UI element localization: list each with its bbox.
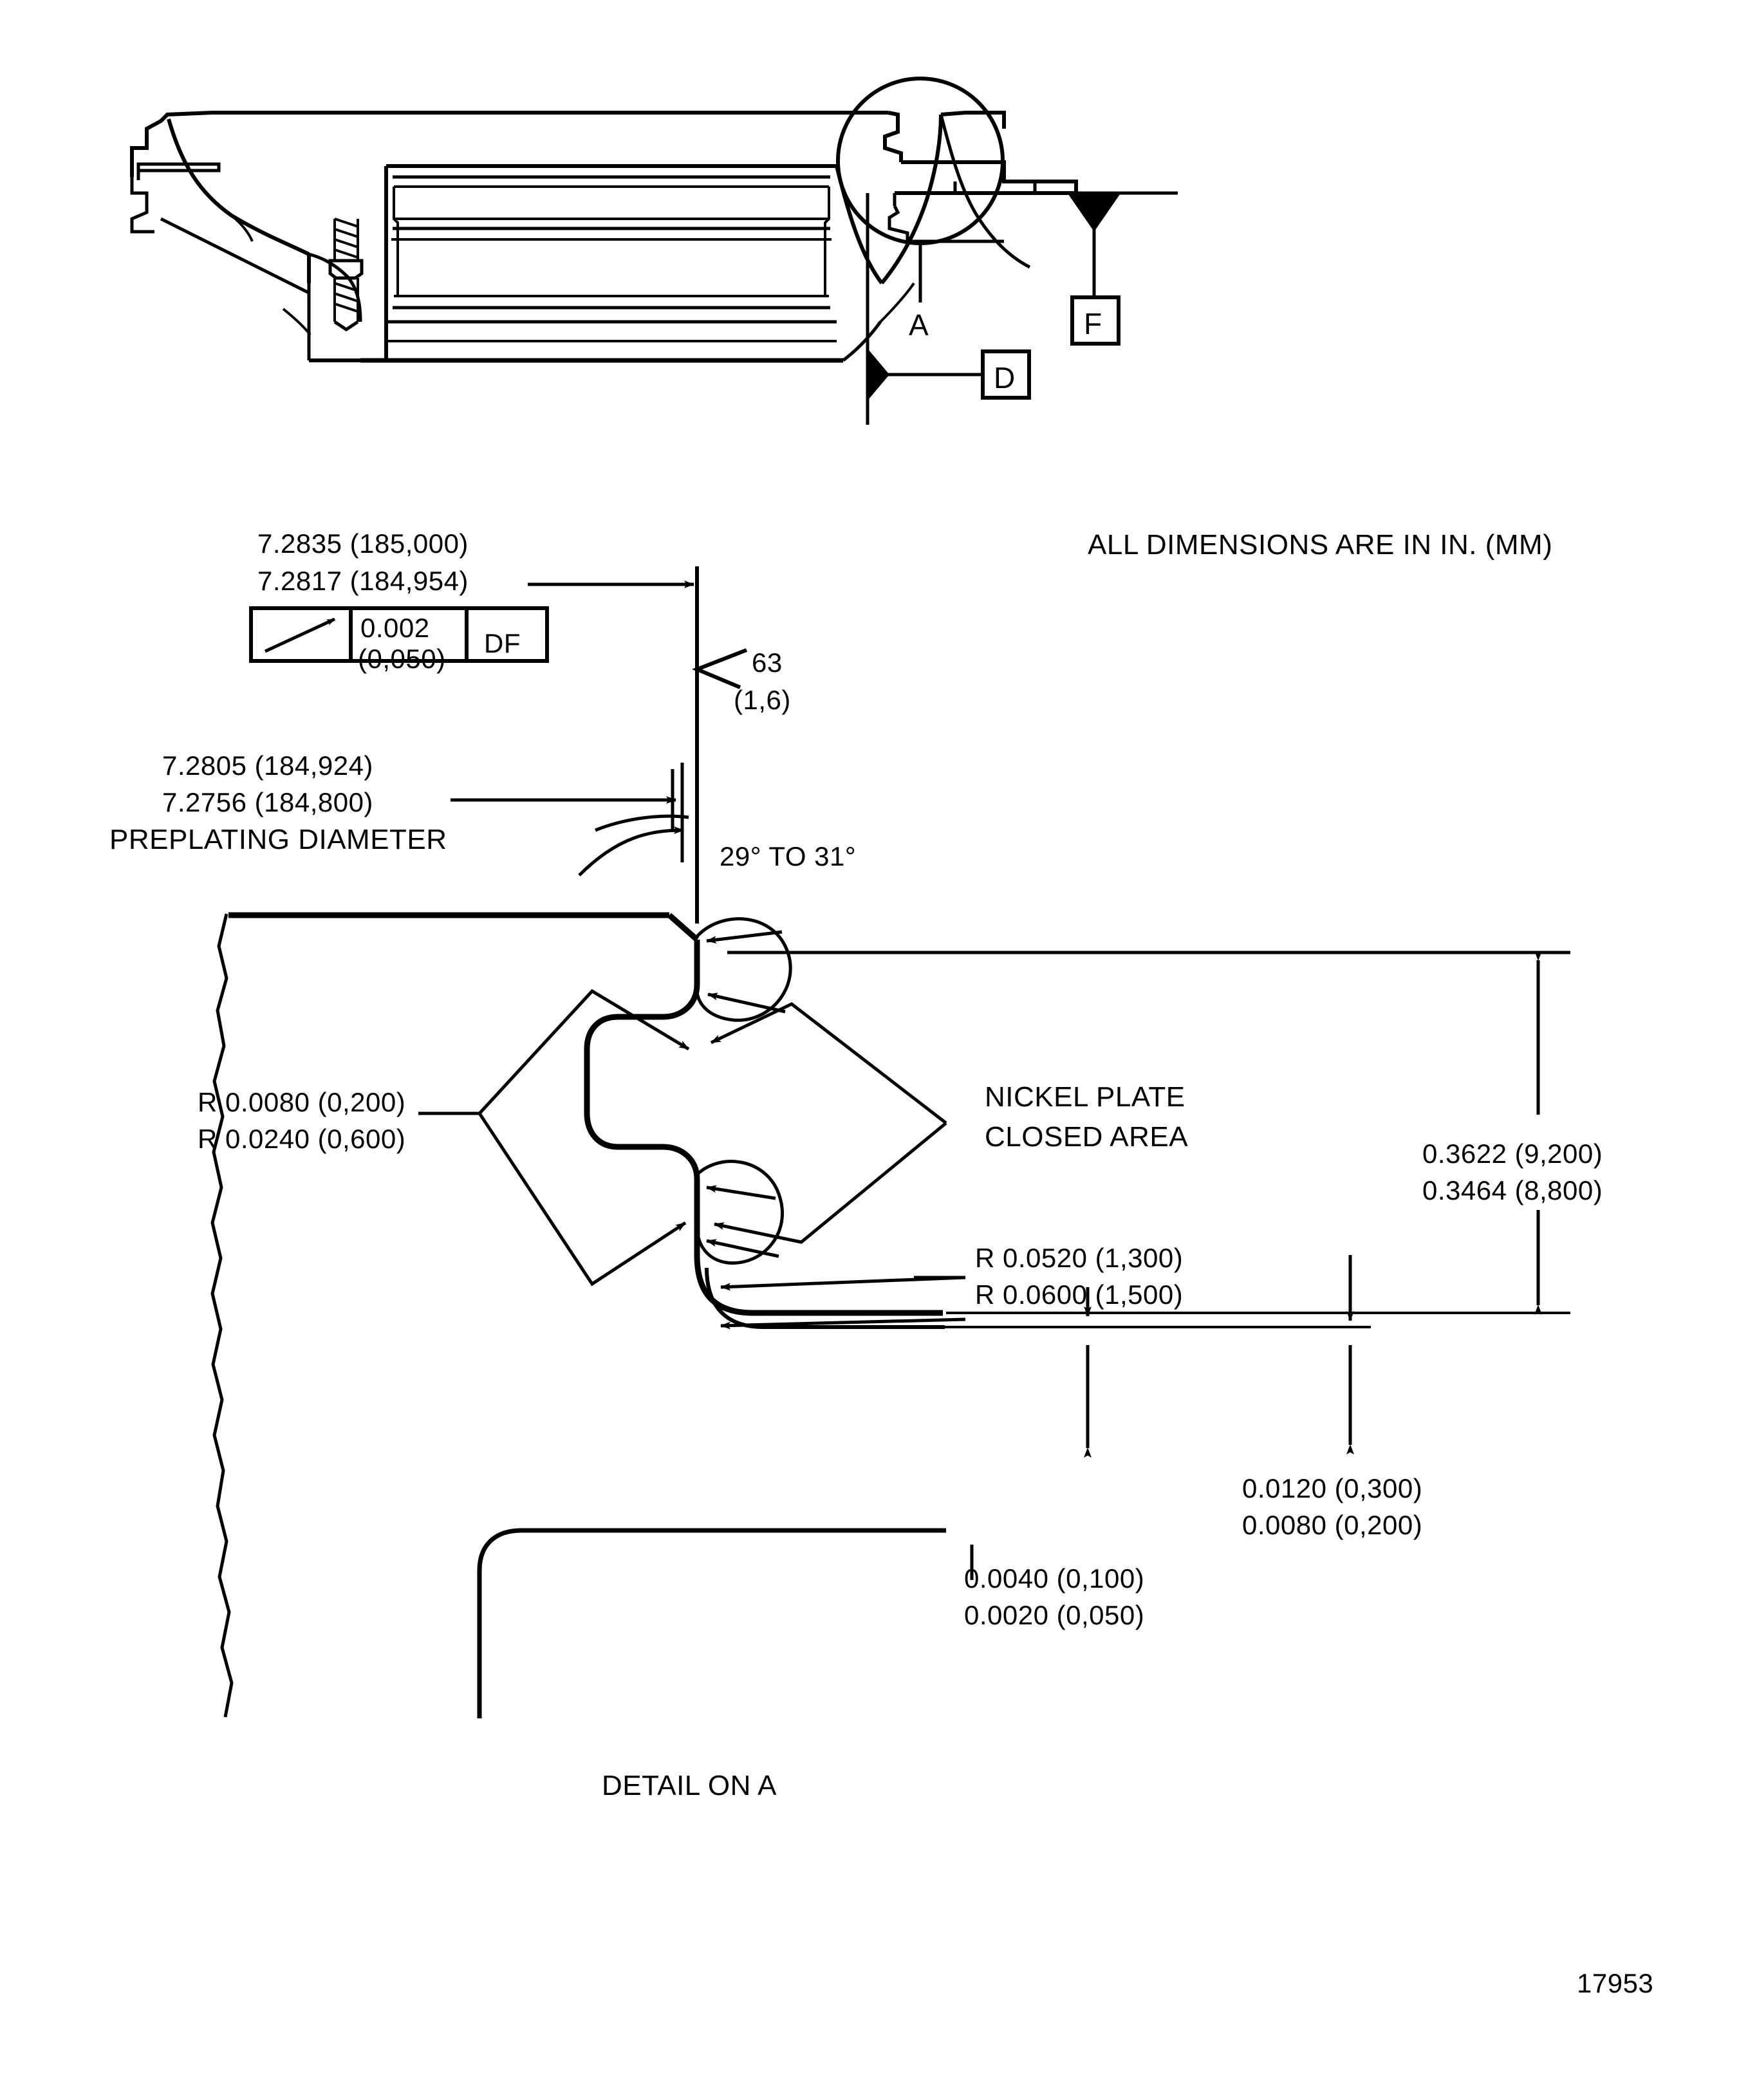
datum-f-indicator bbox=[985, 191, 1178, 296]
radius-left-upper: R 0.0080 (0,200) bbox=[198, 1087, 406, 1117]
general-dimensions-note: ALL DIMENSIONS ARE IN IN. (MM) bbox=[1088, 529, 1553, 561]
plate-thickness-bottom-upper: 0.0040 (0,100) bbox=[964, 1563, 1145, 1594]
wheel-section-view bbox=[130, 111, 1078, 363]
plate-thickness-right-upper: 0.0120 (0,300) bbox=[1242, 1473, 1423, 1503]
detail-profile bbox=[228, 912, 945, 1329]
surface-finish-value-in: 63 bbox=[752, 647, 783, 678]
surface-finish-symbol-icon bbox=[691, 648, 748, 689]
radius-right-lower: R 0.0600 (1,500) bbox=[975, 1279, 1184, 1310]
radius-right-upper: R 0.0520 (1,300) bbox=[975, 1243, 1184, 1273]
drawing-number: 17953 bbox=[1577, 1968, 1654, 1998]
surface-finish-value-mm: (1,6) bbox=[734, 685, 791, 715]
datum-f-label: F bbox=[1084, 307, 1102, 340]
detail-bubble-a bbox=[836, 77, 1005, 245]
detail-lower-step bbox=[477, 1528, 946, 1718]
nickel-plate-note-line1: NICKEL PLATE bbox=[985, 1081, 1185, 1113]
angle-arc bbox=[578, 814, 689, 877]
height-dimension-lower: 0.3464 (8,800) bbox=[1422, 1175, 1603, 1205]
radius-leader-loops bbox=[695, 917, 792, 1265]
radius-left-leader bbox=[418, 989, 690, 1287]
nickel-plate-leader bbox=[710, 1002, 947, 1244]
fcf-tolerance-mm: (0,050) bbox=[358, 644, 446, 674]
broken-edge-left bbox=[210, 913, 234, 1718]
preplating-diameter-upper: 7.2805 (184,924) bbox=[162, 750, 373, 781]
preplating-diameter-lower: 7.2756 (184,800) bbox=[162, 787, 373, 817]
datum-f-triangle bbox=[1068, 194, 1120, 232]
plate-thickness-bottom-lower: 0.0020 (0,050) bbox=[964, 1600, 1145, 1630]
nickel-plate-note-line2: CLOSED AREA bbox=[985, 1121, 1189, 1153]
height-dimension-upper: 0.3622 (9,200) bbox=[1422, 1138, 1603, 1169]
angularity-symbol-icon bbox=[264, 617, 336, 653]
plated-diameter-upper: 7.2835 (185,000) bbox=[257, 528, 469, 559]
angle-callout: 29° TO 31° bbox=[720, 841, 857, 871]
preplating-diameter-caption: PREPLATING DIAMETER bbox=[109, 824, 447, 855]
plated-diameter-lower: 7.2817 (184,954) bbox=[257, 566, 469, 596]
datum-d-label: D bbox=[994, 361, 1016, 395]
plate-thickness-bottom-dimension bbox=[970, 1287, 1092, 1580]
radius-arrow-set bbox=[706, 930, 786, 1258]
detail-bubble-label: A bbox=[909, 308, 929, 342]
plate-thickness-right-lower: 0.0080 (0,200) bbox=[1242, 1510, 1423, 1540]
fcf-datum-reference: DF bbox=[484, 628, 521, 658]
detail-title: DETAIL ON A bbox=[602, 1770, 777, 1801]
radius-left-lower: R 0.0240 (0,600) bbox=[198, 1124, 406, 1154]
radius-right-leader bbox=[720, 1276, 966, 1330]
datum-d-triangle bbox=[869, 350, 889, 399]
fcf-tolerance-in: 0.002 bbox=[360, 613, 430, 643]
